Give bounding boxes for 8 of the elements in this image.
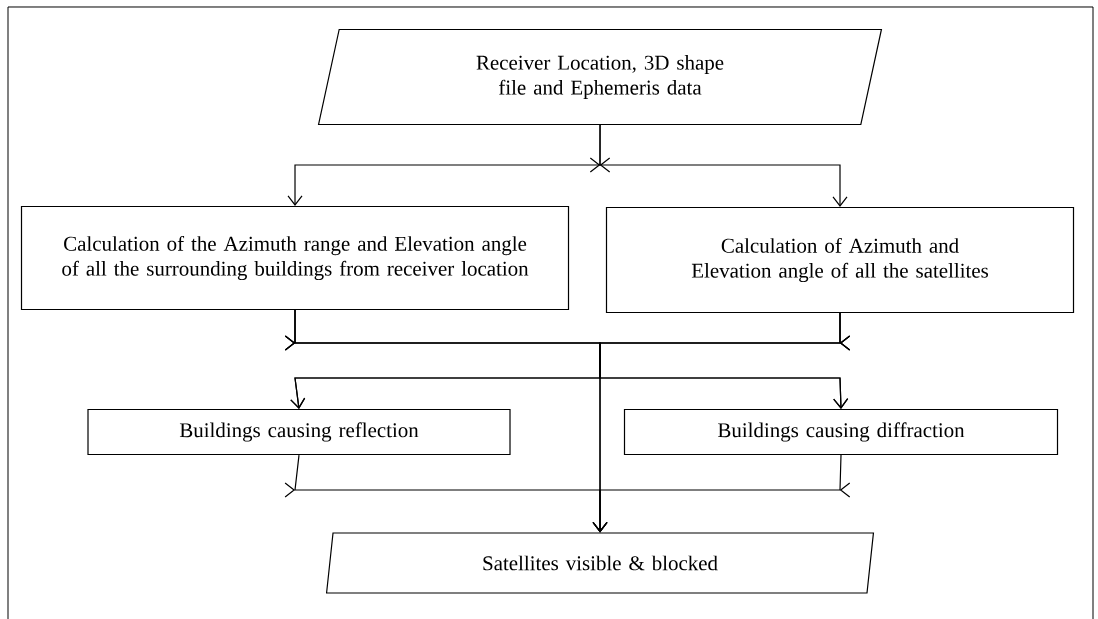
input-parallelogram: Receiver Location, 3D shape file and Ephemeris data — [317, 28, 883, 126]
process-box: Calculation of the Azimuth range and Elevation angle of all the surrounding buildings from receiver location — [20, 205, 570, 311]
arrow — [592, 454, 851, 533]
process-box: Calculation of Azimuth and Elevation angle of all the satellites — [605, 206, 1075, 314]
arrow — [589, 124, 848, 207]
process-box: Buildings causing diffraction — [623, 408, 1059, 456]
output-parallelogram: Satellites visible & blocked — [325, 532, 875, 594]
process-box: Buildings causing reflection — [87, 408, 511, 456]
